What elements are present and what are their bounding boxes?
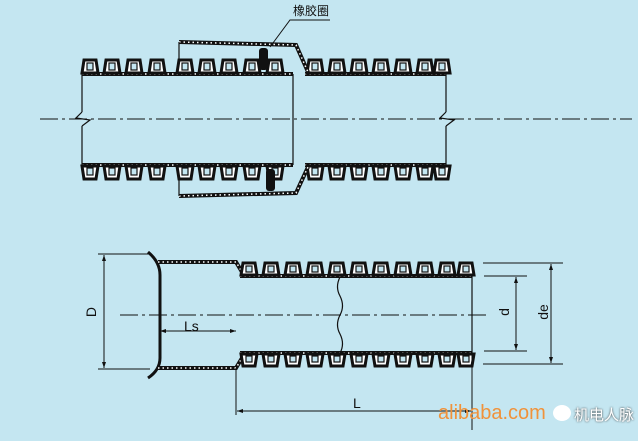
socket-wall-top-fill (178, 41, 309, 73)
rib-hollow (355, 265, 363, 273)
dim-label-d: d (495, 308, 512, 316)
rib-hollow (108, 62, 116, 71)
rib-hollow (311, 62, 319, 71)
dim-d-arrowhead (514, 277, 518, 283)
rib-hollow (462, 355, 470, 363)
rib-hollow (203, 62, 211, 71)
socket-wall-bottom (158, 356, 244, 370)
socket-wall-bottom-fill (178, 166, 309, 197)
rib-hollow (333, 265, 341, 273)
leader-line (269, 19, 330, 48)
rib-hollow (377, 355, 385, 363)
rib-hollow (421, 62, 429, 71)
dim-d-arrowhead (514, 344, 518, 350)
dim-D-arrowhead (102, 362, 106, 368)
rib-hollow (438, 167, 446, 176)
rib-hollow (462, 265, 470, 273)
rib-hollow (153, 62, 161, 71)
rib-hollow (333, 62, 341, 71)
socket-wall-top-fill (158, 261, 243, 273)
rib-hollow (399, 62, 407, 71)
rib-hollow (421, 265, 429, 273)
rib-hollow (108, 167, 116, 176)
rubber-ring-label: 橡胶圈 (293, 4, 330, 18)
rubber-ring-bottom (266, 169, 275, 191)
dim-label-D: D (83, 306, 100, 318)
dim-Ls-arrowhead (160, 329, 166, 333)
dim-D-arrowhead (102, 255, 106, 261)
rib-hollow (248, 62, 256, 71)
rib-hollow (355, 62, 363, 71)
rib-hollow (311, 265, 319, 273)
rib-hollow (225, 167, 233, 176)
rib-hollow (271, 62, 279, 71)
rib-hollow (203, 167, 211, 176)
socket-flare (147, 250, 162, 380)
rib-hollow (377, 167, 385, 176)
wechat-icon (553, 405, 571, 421)
watermark-alibaba: alibaba.com (438, 402, 546, 424)
rib-hollow (289, 265, 297, 273)
dim-label-de: de (534, 304, 551, 320)
rib-hollow (399, 265, 407, 273)
rib-hollow (267, 265, 275, 273)
break-mark (438, 111, 456, 127)
rib-hollow (443, 265, 451, 273)
break-mark (74, 111, 92, 127)
rib-hollow (245, 355, 253, 363)
watermark-account: 机电人脉 (574, 406, 635, 424)
joint-section-view (40, 19, 632, 198)
rib-hollow (443, 355, 451, 363)
dim-label-L: L (353, 395, 361, 411)
rib-hollow (421, 355, 429, 363)
rib-hollow (421, 167, 429, 176)
rib-hollow (399, 355, 407, 363)
rib-hollow (438, 62, 446, 71)
rib-hollow (181, 62, 189, 71)
rib-hollow (181, 167, 189, 176)
rib-hollow (399, 167, 407, 176)
rib-hollow (333, 355, 341, 363)
rubber-ring-top (259, 48, 268, 70)
rib-hollow (377, 265, 385, 273)
rib-hollow (86, 62, 94, 71)
rib-hollow (333, 167, 341, 176)
dim-de-arrowhead (549, 264, 553, 270)
rib-hollow (355, 167, 363, 176)
rib-hollow (377, 62, 385, 71)
socket-wall-top (158, 260, 244, 274)
rib-hollow (245, 265, 253, 273)
dim-L-arrowhead (465, 409, 471, 413)
rib-hollow (130, 62, 138, 71)
dim-label-Ls: Ls (184, 318, 199, 334)
dim-L-arrowhead (237, 409, 243, 413)
dim-Ls-arrowhead (230, 329, 236, 333)
rib-hollow (311, 355, 319, 363)
break-wave (336, 276, 344, 354)
rib-hollow (267, 355, 275, 363)
rib-hollow (153, 167, 161, 176)
rib-hollow (248, 167, 256, 176)
dim-de-arrowhead (549, 357, 553, 363)
rib-hollow (311, 167, 319, 176)
rib-hollow (355, 355, 363, 363)
rib-hollow (289, 355, 297, 363)
pipe-dimension-view (98, 250, 563, 430)
rib-hollow (86, 167, 94, 176)
rib-hollow (225, 62, 233, 71)
rib-hollow (130, 167, 138, 176)
